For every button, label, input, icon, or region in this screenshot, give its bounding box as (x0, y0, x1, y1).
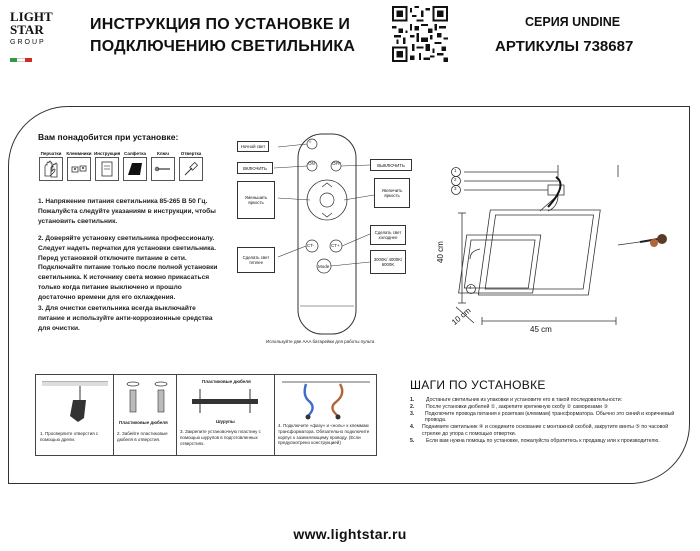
install-step-3: Пластиковые дюбеля Шурупы 3. Закрепите у… (176, 375, 275, 455)
paragraph-cleaning: 3. Для очистки светильника всегда выключ… (38, 305, 213, 332)
paragraph-professional: 2. Доверяйте установку светильника профе… (38, 235, 218, 301)
install-step-1: 1. Просверлите отверстия с помощью дрели… (36, 375, 114, 455)
remote-ct-plus-button: CT+ (331, 243, 340, 248)
wiring-icon (282, 381, 370, 420)
label-on: ВКЛЮЧИТЬ (237, 162, 273, 174)
gloves-icon (39, 157, 63, 181)
remote-on-button: ON (308, 161, 315, 166)
label-dim: Уменьшить яркость (237, 181, 275, 219)
remote-mode-button: Mode (318, 264, 330, 269)
label-modes: 3000K/ 4000K/ 6000K (370, 250, 406, 274)
tools-heading: Вам понадобится при установке: (38, 132, 179, 142)
logo-line-2: STAR (10, 22, 44, 37)
qr-code-icon (392, 6, 448, 62)
list-item: 4.Поднимите светильник ④ и соедините осн… (410, 424, 669, 437)
drill-icon (42, 381, 108, 422)
logo-line-1: LIGHT (10, 9, 53, 24)
title-line-2: ПОДКЛЮЧЕНИЮ СВЕТИЛЬНИКА (90, 38, 356, 55)
install-step-2: Пластиковые дюбеля 2. Забейте пластиковы… (113, 375, 177, 455)
luminaire-diagram (451, 165, 667, 325)
list-item: 5.Если вам нужна помощь по установке, по… (410, 437, 660, 444)
list-item: 3.Подключите провода питания к розеткам … (410, 410, 675, 424)
list-item: 2.После установки дюбелей ①, закрепите к… (410, 403, 609, 410)
dimension-height: 40 cm (436, 241, 445, 263)
brand-logo: LIGHT STAR GROUP (10, 10, 62, 49)
italian-flag-icon (10, 58, 32, 62)
tool-manual: Инструкция (94, 151, 120, 191)
article-label: АРТИКУЛЫ 738687 (495, 38, 634, 55)
dowel-icon (126, 381, 168, 413)
remote-battery-note: Используйте две AAA батарейки для работы… (266, 339, 375, 344)
steps-heading: ШАГИ ПО УСТАНОВКЕ (410, 378, 546, 392)
callout-3: 3 (454, 186, 457, 191)
tool-terminals: Клеммники (66, 151, 92, 191)
manual-icon (95, 157, 119, 181)
remote-diagram (273, 133, 375, 335)
website-link[interactable]: www.lightstar.ru (293, 526, 407, 542)
steps-list: 1.Достаньте светильник из упаковки и уст… (410, 397, 678, 445)
label-off: ВЫКЛЮЧИТЬ (370, 159, 412, 171)
tool-wrench: Ключ (150, 151, 176, 191)
mounting-plate-icon (192, 389, 258, 413)
list-item: 1.Достаньте светильник из упаковки и уст… (410, 397, 623, 403)
screwdriver-icon (179, 157, 203, 181)
remote-night-button: ☼ (308, 139, 313, 144)
install-step-4: 4. Подключите «фазу» и «ноль» к клеммам … (274, 375, 376, 455)
dimension-width: 45 cm (530, 325, 552, 334)
install-steps-box: 1. Просверлите отверстия с помощью дрели… (35, 374, 377, 456)
tool-cloth: Салфетка (122, 151, 148, 191)
remote-ct-minus-button: CT- (307, 243, 315, 248)
label-bright: Увеличить яркость (374, 178, 410, 208)
logo-line-3: GROUP (10, 39, 46, 46)
callout-2: 2 (454, 177, 457, 182)
terminal-block-icon (67, 157, 91, 181)
label-warm: Сделать свет теплее (237, 247, 275, 273)
tools-row: Перчатки Клеммники Инструкция Салфетка К… (38, 151, 218, 191)
callout-1: 1 (454, 168, 457, 173)
label-cool: Сделать свет холоднее (370, 225, 406, 245)
wrench-icon (151, 157, 175, 181)
main-panel (8, 106, 690, 484)
title-line-1: ИНСТРУКЦИЯ ПО УСТАНОВКЕ И (90, 16, 351, 33)
label-night-light: Ночной свет (237, 141, 269, 152)
callout-4: 4 (469, 285, 472, 290)
page-title: ИНСТРУКЦИЯ ПО УСТАНОВКЕ И ПОДКЛЮЧЕНИЮ СВ… (90, 14, 380, 58)
tool-gloves: Перчатки (38, 151, 64, 191)
tool-screwdriver: Отвертка (178, 151, 204, 191)
paragraph-voltage: 1. Напряжение питания светильника 85-265… (38, 198, 216, 225)
remote-off-button: OFF (332, 161, 341, 166)
series-label: СЕРИЯ UNDINE (525, 15, 621, 29)
cloth-icon (123, 157, 147, 181)
